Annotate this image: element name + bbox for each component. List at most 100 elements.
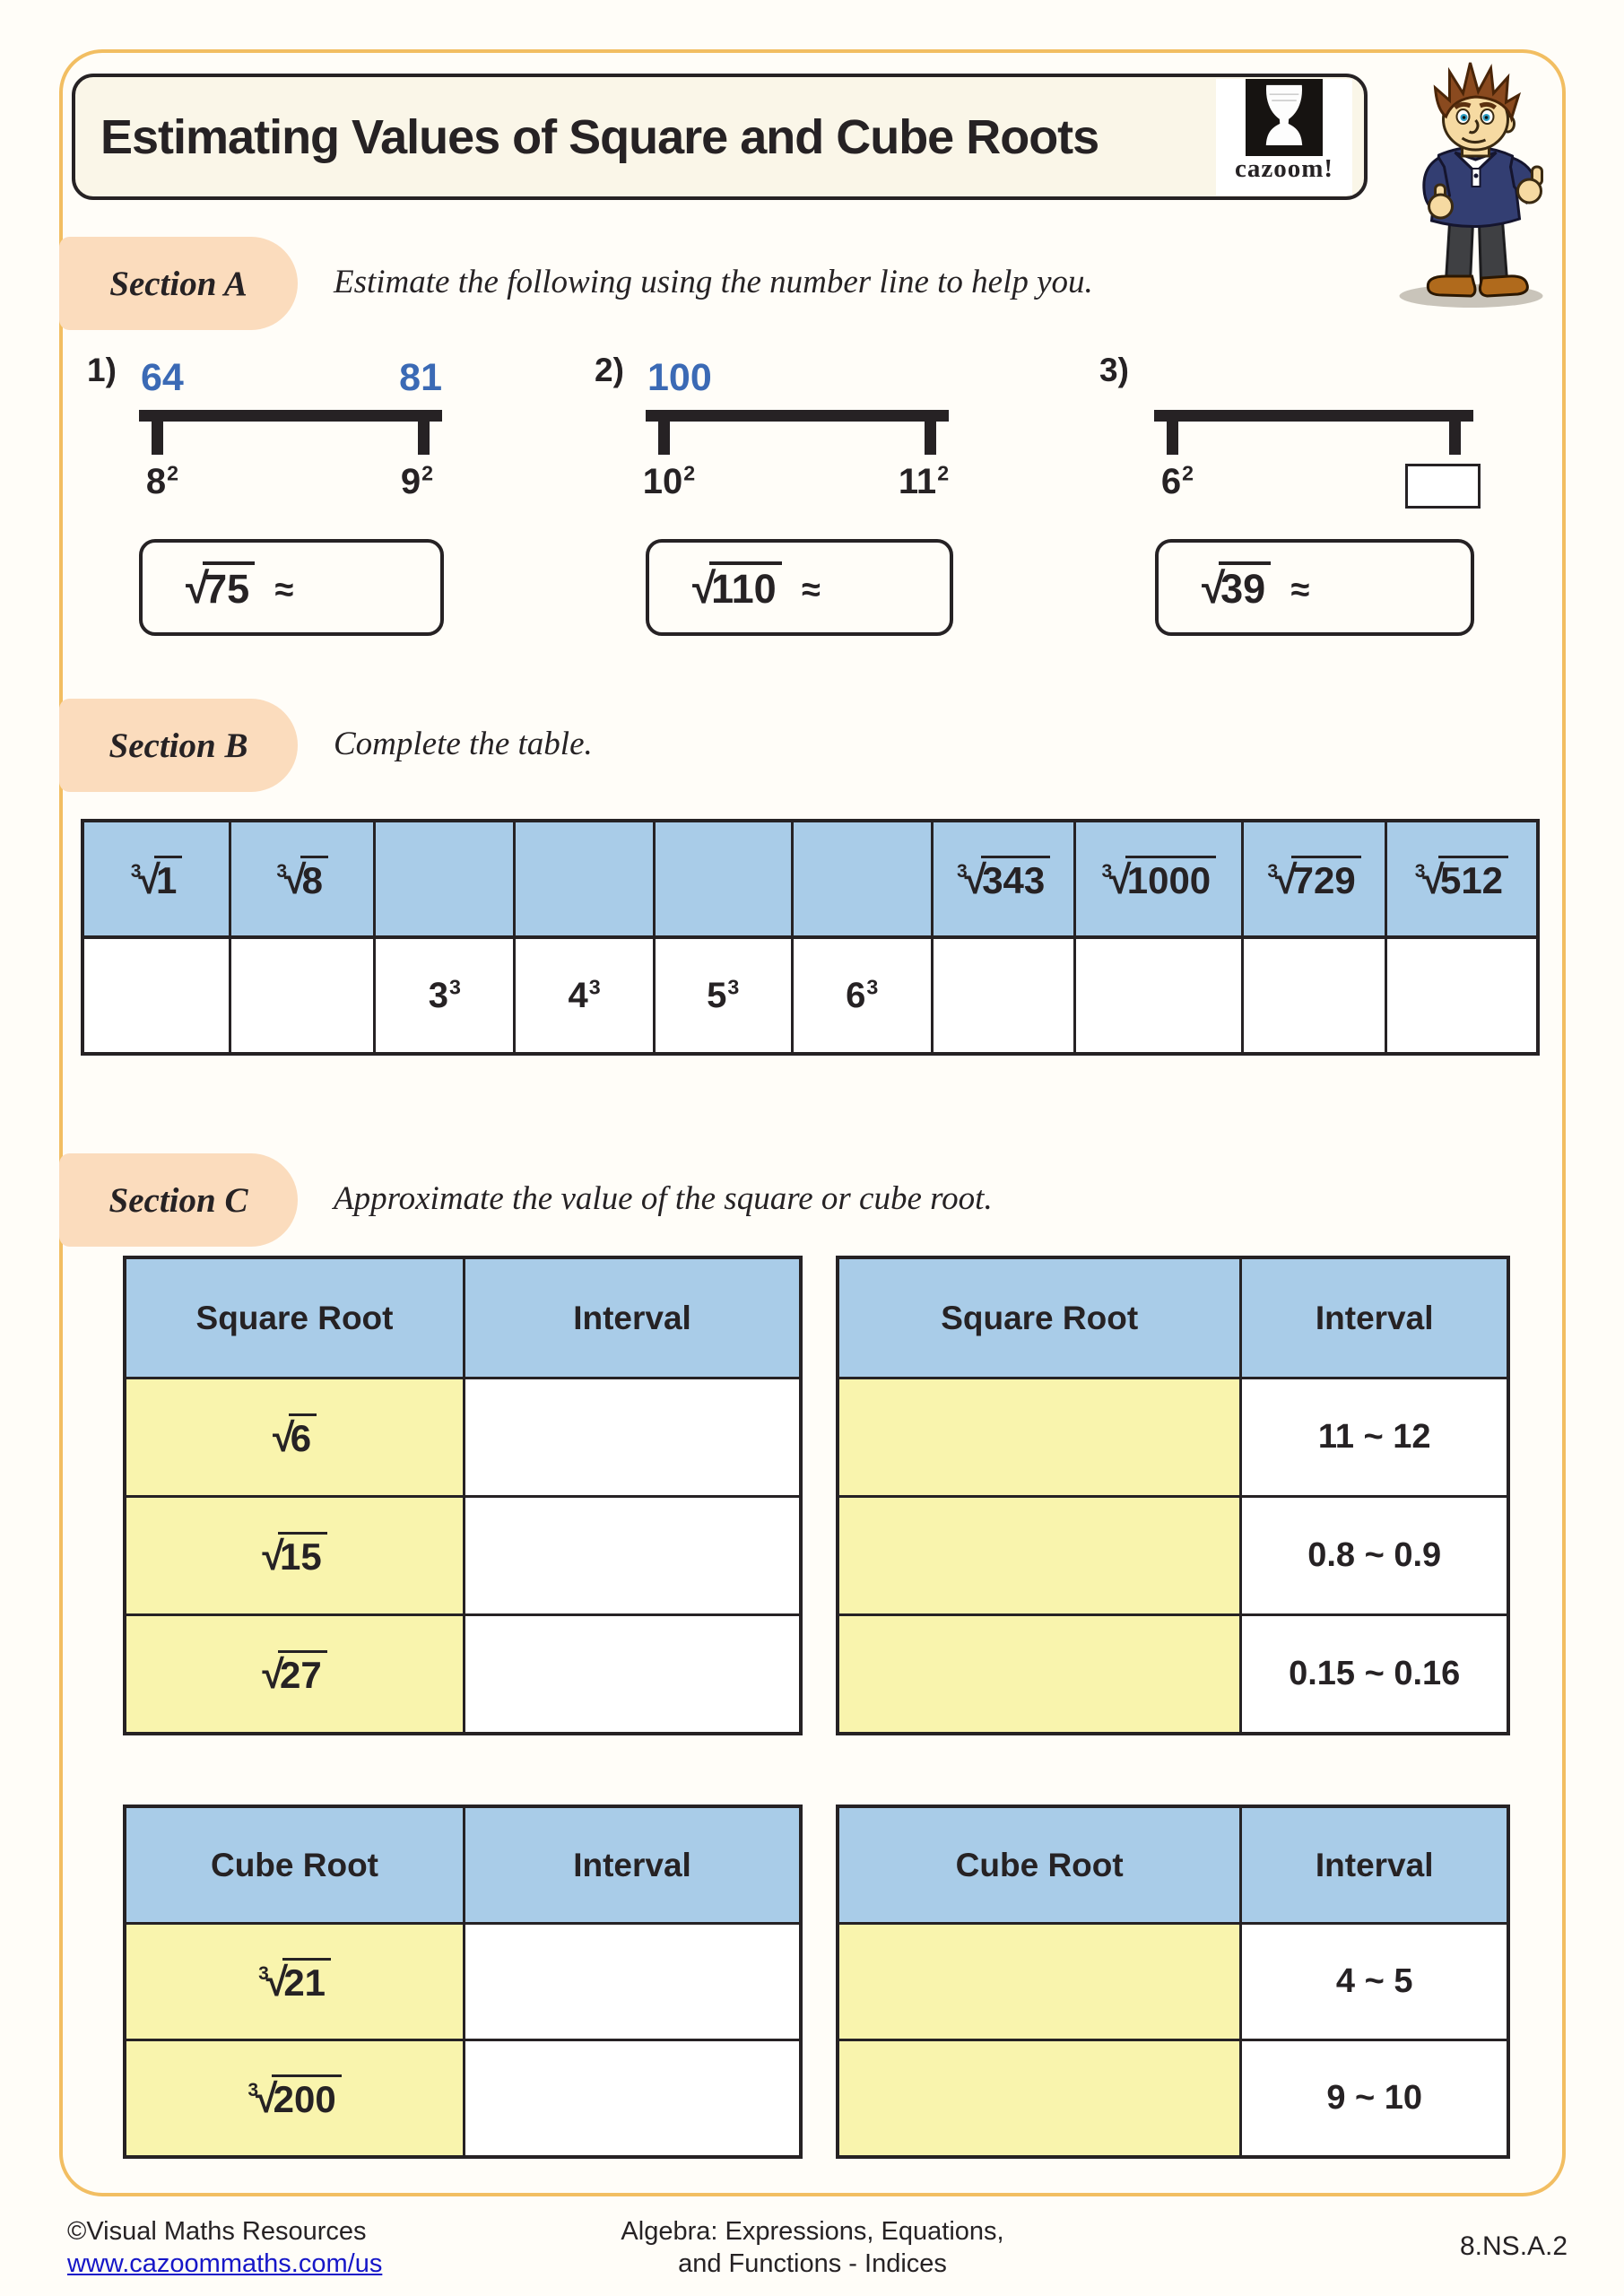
table-cell: 53 xyxy=(652,939,791,1052)
interval-cell xyxy=(463,1377,799,1495)
numberline-bar xyxy=(646,410,949,422)
problem-3-answer-box: √39 ≈ xyxy=(1155,539,1474,636)
section-c-instruction: Approximate the value of the square or c… xyxy=(334,1180,993,1217)
root-cell: √6 xyxy=(126,1377,463,1495)
table-cell: √ xyxy=(790,822,931,939)
radical-expression: √75 xyxy=(186,561,256,613)
column-header: Interval xyxy=(1239,1259,1507,1377)
boy-mascot-illustration xyxy=(1399,62,1543,308)
radical-expression: √39 xyxy=(1202,561,1272,613)
section-c-label-text: Section C xyxy=(109,1180,248,1220)
goblet-icon xyxy=(1246,79,1323,156)
interval-cell xyxy=(463,2039,799,2155)
table-cell xyxy=(1073,939,1241,1052)
numberline-right-tick xyxy=(418,410,430,455)
approx-symbol: ≈ xyxy=(1290,570,1310,609)
numberline-left-tick xyxy=(658,410,670,455)
numberline-bar xyxy=(1154,410,1473,422)
cazoom-logo: cazoom! xyxy=(1216,79,1352,196)
column-header: Interval xyxy=(463,1808,799,1922)
table-cell: 3√8 xyxy=(229,822,374,939)
table-cell: √ xyxy=(652,822,791,939)
column-header: Interval xyxy=(463,1259,799,1377)
table-cell xyxy=(1384,939,1536,1052)
cazoom-logo-text: cazoom! xyxy=(1234,154,1334,183)
numberline-bar xyxy=(139,410,442,422)
radical-expression: √110 xyxy=(692,561,782,613)
table-cell: √ xyxy=(513,822,653,939)
interval-cell xyxy=(463,1613,799,1732)
numberline-left-power: 82 xyxy=(145,461,179,501)
column-header: Cube Root xyxy=(839,1808,1240,1922)
section-b-label: Section B xyxy=(59,699,298,792)
root-cell: √ xyxy=(839,1613,1240,1732)
table-cell: 3√1 xyxy=(84,822,230,939)
column-header: Square Root xyxy=(126,1259,463,1377)
table-cell: 63 xyxy=(790,939,931,1052)
footer-copyright: ©Visual Maths Resources xyxy=(67,2217,367,2246)
table-cell xyxy=(229,939,373,1052)
section-c-label: Section C xyxy=(59,1153,298,1247)
section-a-label-text: Section A xyxy=(109,264,248,303)
numberline-left-value: 64 xyxy=(141,356,184,399)
numberline-left-tick xyxy=(1167,410,1178,455)
table-cell: 43 xyxy=(513,939,652,1052)
numberline-right-value: 81 xyxy=(399,356,442,399)
table-cell xyxy=(930,939,1073,1052)
root-cell: 3√21 xyxy=(126,1922,463,2039)
numberline-right-power: 92 xyxy=(400,461,434,501)
footer-website-link[interactable]: www.cazoommaths.com/us xyxy=(67,2249,383,2278)
cube-root-table-left: Cube Root Interval 3√21 3√200 xyxy=(123,1805,803,2159)
problem-3-number: 3) xyxy=(1099,352,1129,388)
section-b-instruction: Complete the table. xyxy=(334,726,593,762)
footer-subject: Algebra: Expressions, Equations, and Fun… xyxy=(538,2215,1087,2280)
numberline-left-power: 102 xyxy=(642,461,696,501)
interval-cell: 0.15 ~ 0.16 xyxy=(1239,1613,1507,1732)
root-cell: √27 xyxy=(126,1613,463,1732)
title-box: Estimating Values of Square and Cube Roo… xyxy=(72,74,1368,200)
numberline-right-tick xyxy=(1449,410,1461,455)
root-cell: √ xyxy=(839,1377,1240,1495)
numberline-blank-answer-box xyxy=(1405,464,1481,509)
decorative-page-border xyxy=(59,49,1566,2196)
square-root-table-left: Square Root Interval √6 √15 √27 xyxy=(123,1256,803,1735)
footer-standard-code: 8.NS.A.2 xyxy=(1460,2231,1568,2261)
section-b-label-text: Section B xyxy=(109,726,248,765)
interval-cell: 11 ~ 12 xyxy=(1239,1377,1507,1495)
problem-2-answer-box: √110 ≈ xyxy=(646,539,953,636)
table-cell xyxy=(1241,939,1384,1052)
numberline-left-tick xyxy=(152,410,163,455)
table-cell: 3√729 xyxy=(1241,822,1385,939)
interval-cell: 9 ~ 10 xyxy=(1239,2039,1507,2155)
interval-cell xyxy=(463,1495,799,1613)
root-cell: √ xyxy=(839,1495,1240,1613)
column-header: Square Root xyxy=(839,1259,1240,1377)
footer-left: ©Visual Maths Resources www.cazoommaths.… xyxy=(67,2215,382,2280)
interval-cell: 4 ~ 5 xyxy=(1239,1922,1507,2039)
footer-subject-line1: Algebra: Expressions, Equations, xyxy=(621,2217,1004,2246)
interval-cell: 0.8 ~ 0.9 xyxy=(1239,1495,1507,1613)
table-cell: 33 xyxy=(373,939,513,1052)
problem-1-numberline: 64 81 82 92 xyxy=(139,356,442,518)
table-cell xyxy=(84,939,229,1052)
table-cell: 3√1000 xyxy=(1073,822,1242,939)
problem-3-numberline: 62 xyxy=(1154,406,1481,518)
problem-1-answer-box: √75 ≈ xyxy=(139,539,444,636)
problem-2-number: 2) xyxy=(595,352,624,388)
root-cell: √ xyxy=(839,2039,1240,2155)
root-cell: √ xyxy=(839,1922,1240,2039)
approx-symbol: ≈ xyxy=(274,570,294,609)
page-title: Estimating Values of Square and Cube Roo… xyxy=(100,109,1099,164)
column-header: Interval xyxy=(1239,1808,1507,1922)
table-cell: 3√343 xyxy=(930,822,1074,939)
column-header: Cube Root xyxy=(126,1808,463,1922)
cube-root-table-right: Cube Root Interval √ 4 ~ 5 √ 9 ~ 10 xyxy=(836,1805,1510,2159)
section-a-instruction: Estimate the following using the number … xyxy=(334,264,1093,300)
cube-root-completion-table: 3√1 3√8 √ √ √ √ 3√343 3√1000 3√729 3√512… xyxy=(81,819,1540,1056)
numberline-right-tick xyxy=(925,410,936,455)
table-cell: 3√512 xyxy=(1384,822,1536,939)
root-cell: 3√200 xyxy=(126,2039,463,2155)
root-cell: √15 xyxy=(126,1495,463,1613)
interval-cell xyxy=(463,1922,799,2039)
